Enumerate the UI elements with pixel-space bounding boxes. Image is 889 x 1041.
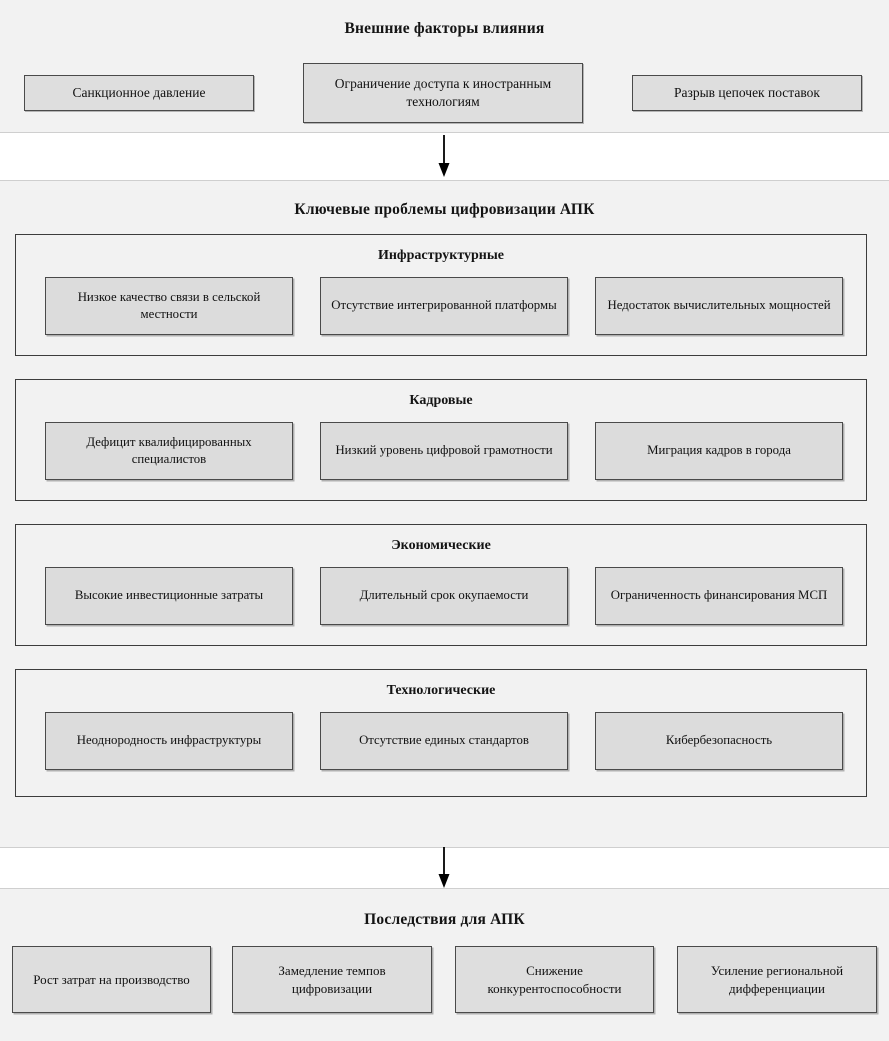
problem-box[interactable]: Миграция кадров в города (595, 422, 843, 480)
problem-box[interactable]: Неоднородность инфраструктуры (45, 712, 293, 770)
problem-box[interactable]: Дефицит квалифицированных специалистов (45, 422, 293, 480)
consequence-box[interactable]: Снижение конкурентоспособности (455, 946, 654, 1013)
consequence-box[interactable]: Замедление темпов цифровизации (232, 946, 432, 1013)
arrow-problems-to-consequences-icon (429, 845, 459, 891)
arrow-external-to-problems-icon (429, 133, 459, 180)
category-title: Кадровые (409, 393, 473, 408)
section-key-problems: Ключевые проблемы цифровизации АПК Инфра… (0, 180, 889, 848)
external-factors-row: Санкционное давление Ограничение доступа… (0, 63, 889, 133)
problem-box[interactable]: Отсутствие интегрированной платформы (320, 277, 568, 335)
problem-box[interactable]: Высокие инвестиционные затраты (45, 567, 293, 625)
category-technological: Технологические Неоднородность инфрастру… (15, 669, 867, 797)
section-external-factors: Внешние факторы влияния Санкционное давл… (0, 0, 889, 133)
category-personnel: Кадровые Дефицит квалифицированных специ… (15, 379, 867, 501)
problem-box[interactable]: Отсутствие единых стандартов (320, 712, 568, 770)
external-factor-box[interactable]: Санкционное давление (24, 75, 254, 111)
section-consequences: Последствия для АПК Рост затрат на произ… (0, 888, 889, 1041)
category-items-row: Неоднородность инфраструктуры Отсутствие… (16, 712, 868, 774)
category-economic: Экономические Высокие инвестиционные зат… (15, 524, 867, 646)
category-items-row: Дефицит квалифицированных специалистов Н… (16, 422, 868, 484)
problem-box[interactable]: Низкое качество связи в сельской местнос… (45, 277, 293, 335)
category-title: Технологические (386, 683, 496, 698)
category-title: Экономические (391, 538, 491, 553)
external-factor-box[interactable]: Ограничение доступа к иностранным технол… (303, 63, 583, 123)
category-infrastructure: Инфраструктурные Низкое качество связи в… (15, 234, 867, 356)
problem-box[interactable]: Низкий уровень цифровой грамотности (320, 422, 568, 480)
consequences-row: Рост затрат на производство Замедление т… (0, 946, 889, 1016)
category-items-row: Высокие инвестиционные затраты Длительны… (16, 567, 868, 629)
problem-box[interactable]: Длительный срок окупаемости (320, 567, 568, 625)
consequences-title: Последствия для АПК (364, 911, 525, 928)
consequence-box[interactable]: Усиление региональной дифференциации (677, 946, 877, 1013)
consequence-box[interactable]: Рост затрат на производство (12, 946, 211, 1013)
problem-box[interactable]: Ограниченность финансирования МСП (595, 567, 843, 625)
external-factors-title: Внешние факторы влияния (344, 20, 545, 37)
category-items-row: Низкое качество связи в сельской местнос… (16, 277, 868, 339)
external-factor-box[interactable]: Разрыв цепочек поставок (632, 75, 862, 111)
key-problems-title: Ключевые проблемы цифровизации АПК (294, 201, 595, 218)
problem-box[interactable]: Недостаток вычислительных мощностей (595, 277, 843, 335)
problem-box[interactable]: Кибербезопасность (595, 712, 843, 770)
category-title: Инфраструктурные (377, 248, 505, 263)
